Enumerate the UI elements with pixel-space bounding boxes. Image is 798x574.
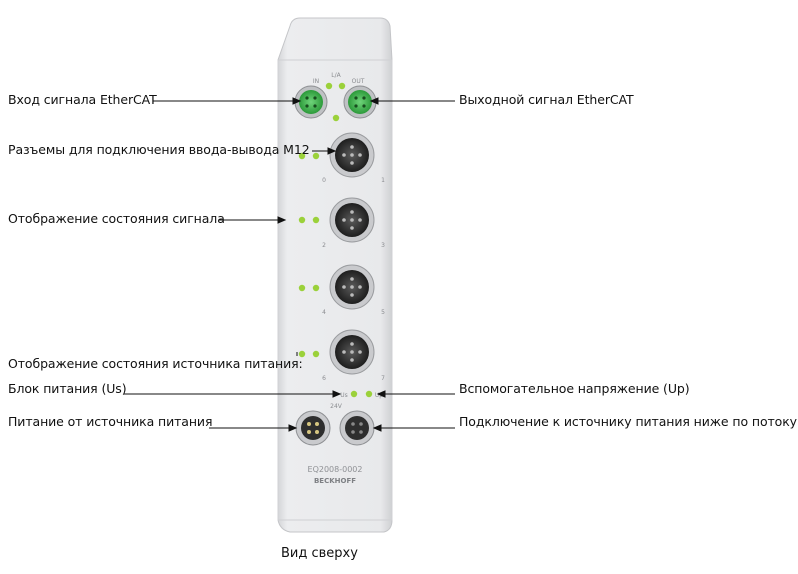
ethercat-in-port (294, 85, 328, 119)
channel-5: 5 (381, 309, 385, 316)
voltage-label: 24V (330, 403, 343, 410)
m12-connector-01 (329, 132, 375, 178)
channel-3: 3 (381, 242, 385, 249)
port-in-label: IN (313, 78, 319, 85)
ethercat-out-port (343, 85, 377, 119)
channel-1: 1 (381, 177, 385, 184)
signal-status-leds (298, 152, 320, 358)
leader-lines (124, 97, 455, 432)
up-label: Up (375, 392, 383, 399)
label-aux-voltage: Вспомогательное напряжение (Up) (459, 381, 690, 396)
channel-7: 7 (381, 375, 385, 382)
m12-connector-45 (329, 264, 375, 310)
label-signal-status: Отображение состояния сигнала (8, 211, 225, 226)
power-out-connector (339, 410, 375, 446)
label-power-supply-in: Питание от источника питания (8, 414, 213, 429)
label-power-status: Отображение состояния источника питания: (8, 356, 303, 371)
m12-connector-67 (329, 329, 375, 375)
label-power-us: Блок питания (Us) (8, 381, 127, 396)
link-label: L/A (331, 72, 341, 79)
channel-6: 6 (322, 375, 326, 382)
run-led (332, 114, 340, 122)
label-m12-connectors: Разъемы для подключения ввода-вывода M12 (8, 142, 310, 157)
link-led-out (338, 82, 346, 90)
model-label: EQ2008-0002 (308, 465, 363, 474)
figure-caption: Вид сверху (281, 546, 358, 561)
label-ethercat-in: Вход сигнала EtherCAT (8, 92, 157, 107)
m12-connector-23 (329, 197, 375, 243)
channel-2: 2 (322, 242, 326, 249)
channel-0: 0 (322, 177, 326, 184)
label-ethercat-out: Выходной сигнал EtherCAT (459, 92, 634, 107)
power-in-connector (295, 410, 331, 446)
link-led-in (325, 82, 333, 90)
channel-4: 4 (322, 309, 326, 316)
label-power-downstream: Подключение к источнику питания ниже по … (459, 414, 797, 429)
up-led (365, 390, 373, 398)
port-out-label: OUT (352, 78, 365, 85)
us-led (350, 390, 358, 398)
us-label: Us (340, 392, 348, 399)
brand-label: BECKHOFF (314, 477, 356, 485)
